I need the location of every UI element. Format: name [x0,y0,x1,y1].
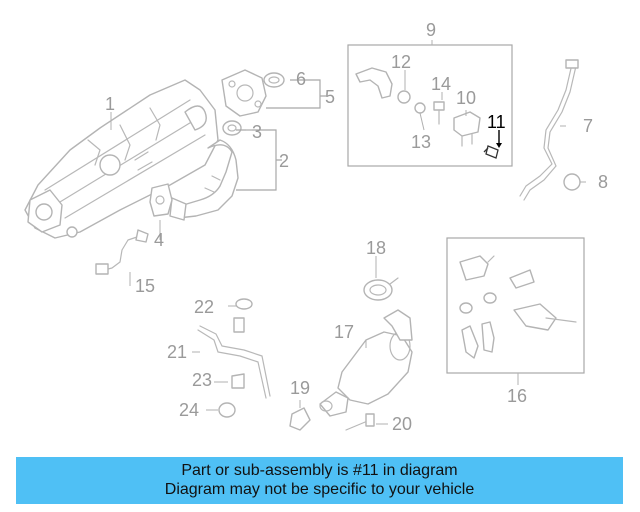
group-box-9 [347,44,513,167]
label-5: 5 [325,87,335,107]
part-15-sensor-harness [95,229,149,275]
parts-diagram: 1 2 3 4 5 6 7 8 9 10 11 12 13 14 15 16 1… [24,20,608,434]
label-17: 17 [334,322,354,342]
part-6-o-ring [263,72,285,88]
part-4-gasket-plate [149,183,173,217]
part-1-egr-cooler [24,79,219,239]
part-2-egr-pipe [169,139,239,221]
label-21: 21 [167,342,187,362]
group-box-16 [446,237,585,374]
part-21-pipe [197,317,271,399]
part-10-sensor [453,111,481,147]
banner-line-1: Part or sub-assembly is #11 in diagram [181,462,458,479]
label-15: 15 [135,276,155,296]
label-10: 10 [456,88,476,108]
label-23: 23 [192,370,212,390]
label-8: 8 [598,172,608,192]
part-12-clamp [397,90,411,104]
label-22: 22 [194,297,214,317]
part-8-cap [563,173,581,191]
label-14: 14 [431,74,451,94]
part-12-hose [355,67,393,99]
leader-lines [110,70,586,425]
label-11-highlighted: 11 [487,112,506,132]
label-12: 12 [391,52,411,72]
label-20: 20 [392,414,412,434]
label-13: 13 [411,132,431,152]
info-banner: Part or sub-assembly is #11 in diagram D… [16,457,623,504]
part-17-catalytic-converter [319,309,413,417]
part-14-bolt [433,101,445,125]
part-11-bolt-highlighted [483,130,502,159]
label-4: 4 [154,230,164,250]
part-24-grommet [218,402,236,418]
label-7: 7 [583,116,593,136]
label-18: 18 [366,238,386,258]
label-3: 3 [252,122,262,142]
part-19-gasket [289,407,311,431]
label-16: 16 [507,386,527,406]
part-13-clip [414,102,426,131]
part-23-clamp [231,373,245,389]
label-9: 9 [426,20,436,40]
label-1: 1 [105,94,115,114]
bracket-5 [266,79,326,109]
part-18-clamp [363,277,399,301]
label-6: 6 [296,69,306,89]
label-19: 19 [290,378,310,398]
part-22-clamp [235,298,253,310]
callout-labels: 1 2 3 4 5 6 7 8 9 10 11 12 13 14 15 16 1… [105,20,608,434]
group-16-parts [459,255,577,359]
part-3-gasket [222,120,242,136]
label-2: 2 [279,151,289,171]
banner-line-2: Diagram may not be specific to your vehi… [164,481,475,498]
part-7-tube [519,59,579,201]
part-5-egr-valve [221,69,267,117]
part-20-bolt [345,413,375,431]
bracket-2 [236,129,282,191]
label-24: 24 [179,400,199,420]
